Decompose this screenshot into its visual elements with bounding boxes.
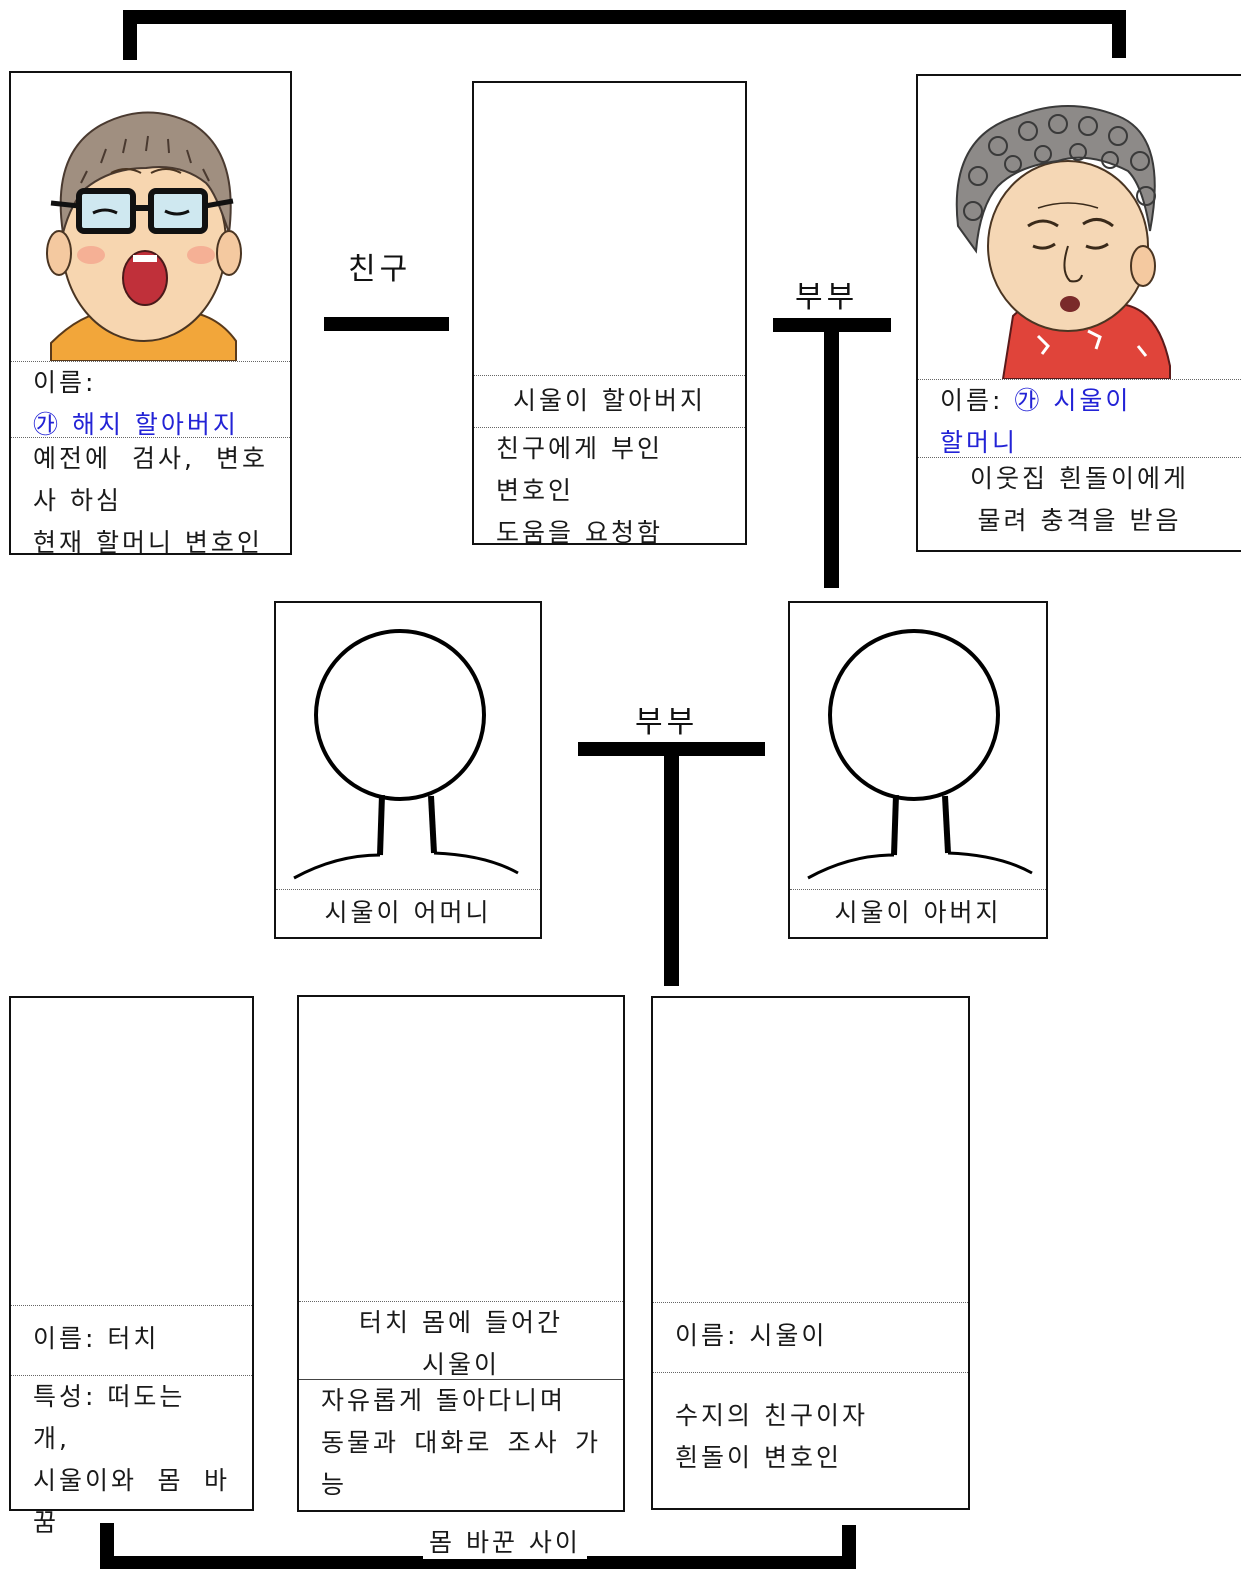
friend-connector — [324, 317, 449, 331]
name-example: ㉮ 해치 할아버지 — [33, 410, 239, 439]
desc-word: 변호 — [215, 444, 268, 473]
desc-line-1: 예전에 검사, 변호 — [33, 438, 268, 480]
card-haechi-grandfather: 이름: ㉮ 해치 할아버지 예전에 검사, 변호 사 하심 현재 할머니 변호인 — [9, 71, 292, 557]
title-line-2: 시울이 — [421, 1350, 500, 1379]
siul-in-touch-desc: 자유롭게 돌아다니며 동물과 대화로 조사 가 능 — [299, 1379, 623, 1506]
grandmother-name-section: 이름: ㉮ 시울이 할머니 — [918, 379, 1241, 457]
card-siul-in-touch: 터치 몸에 들어간 시울이 자유롭게 돌아다니며 동물과 대화로 조사 가 능 — [297, 995, 625, 1512]
top-bracket-horizontal — [123, 10, 1126, 24]
title-line-1: 터치 몸에 들어간 — [359, 1308, 563, 1337]
card-siul-father: 시울이 아버지 — [788, 601, 1048, 939]
desc-line-1: 이웃집 흰돌이에게 — [970, 464, 1189, 493]
desc-word: 몸 — [157, 1466, 184, 1495]
desc-line-2: 동물과 대화로 조사 가 — [321, 1422, 601, 1464]
desc-word: 대화로 — [414, 1428, 493, 1457]
desc-word: 동물과 — [321, 1428, 400, 1457]
grandmother-desc: 이웃집 흰돌이에게 물려 충격을 받음 — [918, 457, 1241, 542]
desc-line-2: 사 하심 — [33, 486, 122, 515]
silhouette-placeholder-icon — [807, 629, 1033, 880]
name-example-b: 할머니 — [940, 428, 1019, 457]
siul-grandfather-title: 시울이 할아버지 — [474, 375, 745, 427]
card-siul-grandfather: 시울이 할아버지 친구에게 부인 변호인 도움을 요청함 — [472, 81, 747, 547]
couple-top-label: 부부 — [795, 280, 859, 315]
grandfather-desc-section: 예전에 검사, 변호 사 하심 현재 할머니 변호인 — [11, 437, 290, 564]
desc-line-3: 현재 할머니 변호인 — [33, 528, 263, 557]
desc-line-3: 꿈 — [33, 1508, 60, 1537]
siul-in-touch-title: 터치 몸에 들어간 시울이 — [299, 1301, 623, 1379]
top-bracket-right — [1112, 10, 1126, 58]
card-siul: 이름: 시울이 수지의 친구이자 흰돌이 변호인 — [651, 996, 970, 1510]
desc-line-3: 도움을 요청함 — [496, 518, 663, 547]
siul-desc: 수지의 친구이자 흰돌이 변호인 — [653, 1372, 968, 1479]
desc-word: 예전에 — [33, 444, 112, 473]
desc-line-1: 자유롭게 돌아다니며 — [321, 1386, 566, 1415]
touch-desc: 특성: 떠도는 개, 시울이와 몸 바 꿈 — [11, 1375, 252, 1544]
body-swap-label: 몸 바꾼 사이 — [423, 1523, 587, 1559]
siul-name: 이름: 시울이 — [653, 1302, 968, 1372]
desc-line-2: 변호인 — [496, 476, 575, 505]
desc-word: 조사 — [507, 1428, 560, 1457]
couple-top-vertical — [824, 332, 839, 588]
grandfather-portrait — [11, 73, 290, 362]
desc-word: 바 — [203, 1466, 230, 1495]
card-siul-mother: 시울이 어머니 — [274, 601, 542, 939]
friend-label: 친구 — [348, 252, 412, 287]
desc-line-3: 능 — [321, 1470, 348, 1499]
desc-word: 가 — [574, 1428, 601, 1457]
top-bracket-left — [123, 10, 137, 60]
name-example-a: ㉮ 시울이 — [1014, 386, 1132, 415]
grandfather-name-section: 이름: ㉮ 해치 할아버지 — [11, 361, 290, 439]
couple-middle-horizontal — [578, 742, 765, 756]
couple-top-horizontal — [773, 318, 891, 332]
desc-line-2: 시울이와 몸 바 — [33, 1460, 230, 1502]
siul-father-title: 시울이 아버지 — [790, 889, 1046, 936]
desc-line-1: 수지의 친구이자 — [675, 1401, 868, 1430]
desc-line-2: 물려 충격을 받음 — [977, 506, 1182, 535]
silhouette-placeholder-icon — [293, 629, 519, 880]
grandmother-face-illustration — [955, 105, 1171, 380]
desc-line-1: 특성: 떠도는 개, — [33, 1382, 186, 1453]
desc-line-2: 흰돌이 변호인 — [675, 1443, 842, 1472]
couple-middle-label: 부부 — [635, 705, 699, 740]
card-touch: 이름: 터치 특성: 떠도는 개, 시울이와 몸 바 꿈 — [9, 996, 254, 1537]
name-label: 이름: — [940, 386, 1004, 415]
siul-mother-title: 시울이 어머니 — [276, 889, 540, 936]
card-siul-grandmother: 이름: ㉮ 시울이 할머니 이웃집 흰돌이에게 물려 충격을 받음 — [916, 74, 1241, 552]
desc-word: 시울이와 — [33, 1466, 138, 1495]
desc-line-1: 친구에게 부인 — [496, 434, 663, 463]
siul-grandfather-desc: 친구에게 부인 변호인 도움을 요청함 — [474, 427, 745, 554]
grandfather-face-illustration — [46, 111, 242, 362]
grandmother-portrait — [918, 76, 1241, 380]
desc-word: 검사, — [132, 444, 195, 473]
name-label: 이름: — [33, 368, 97, 397]
bottom-bracket-horizontal — [100, 1556, 856, 1569]
touch-name: 이름: 터치 — [11, 1305, 252, 1375]
couple-middle-vertical — [664, 756, 679, 986]
